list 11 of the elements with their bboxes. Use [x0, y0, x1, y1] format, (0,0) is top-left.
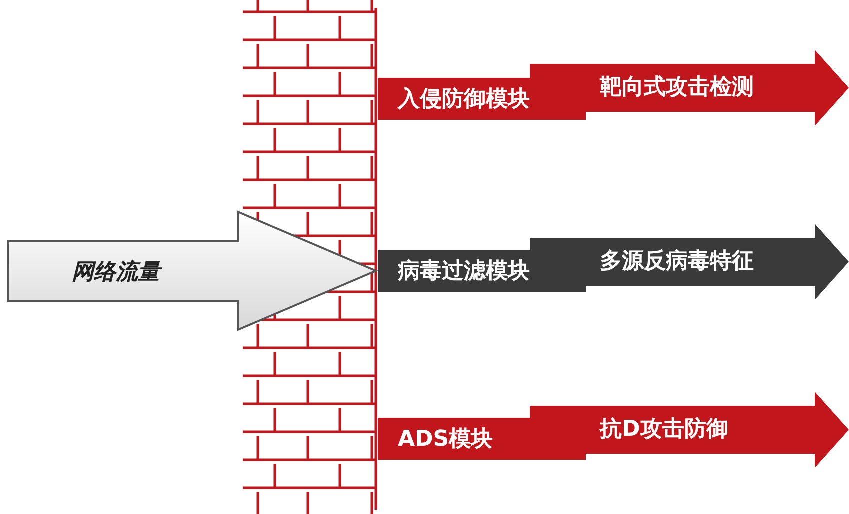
node-label: 抗D攻击防御: [600, 416, 728, 444]
module-box: [378, 78, 586, 120]
block-arrow: [6, 210, 378, 332]
node-label: 网络流量: [72, 257, 160, 287]
node-label: 入侵防御模块: [398, 86, 530, 114]
node-label: ADS模块: [398, 426, 494, 454]
node-label: 病毒过滤模块: [398, 258, 530, 286]
node-label: 多源反病毒特征: [600, 248, 754, 276]
node-label: 靶向式攻击检测: [600, 74, 754, 102]
module-box: [378, 250, 586, 292]
module-box: [378, 418, 586, 460]
